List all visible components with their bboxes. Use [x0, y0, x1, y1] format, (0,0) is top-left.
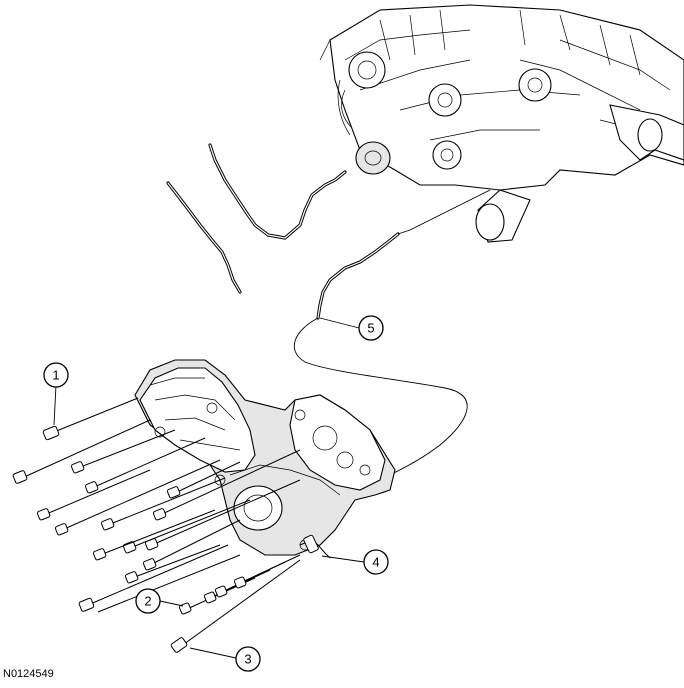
callout-2-label: 2: [144, 594, 151, 609]
front-cover: [134, 359, 396, 556]
callout-3: 3: [235, 646, 261, 672]
callout-5-label: 5: [367, 321, 374, 336]
callout-5: 5: [358, 315, 384, 341]
callout-1-label: 1: [52, 368, 59, 383]
callout-2: 2: [135, 588, 161, 614]
gasket-set: [166, 143, 400, 320]
bolt-set: [12, 397, 301, 653]
stud-bolt: [299, 534, 331, 559]
figure-id: N0124549: [3, 668, 54, 680]
callout-3-label: 3: [244, 652, 251, 667]
installation-path-line: [293, 317, 468, 501]
callout-4: 4: [363, 549, 389, 575]
callout-4-label: 4: [372, 555, 379, 570]
engine-assembly: [319, 4, 684, 243]
callout-1: 1: [43, 362, 69, 388]
